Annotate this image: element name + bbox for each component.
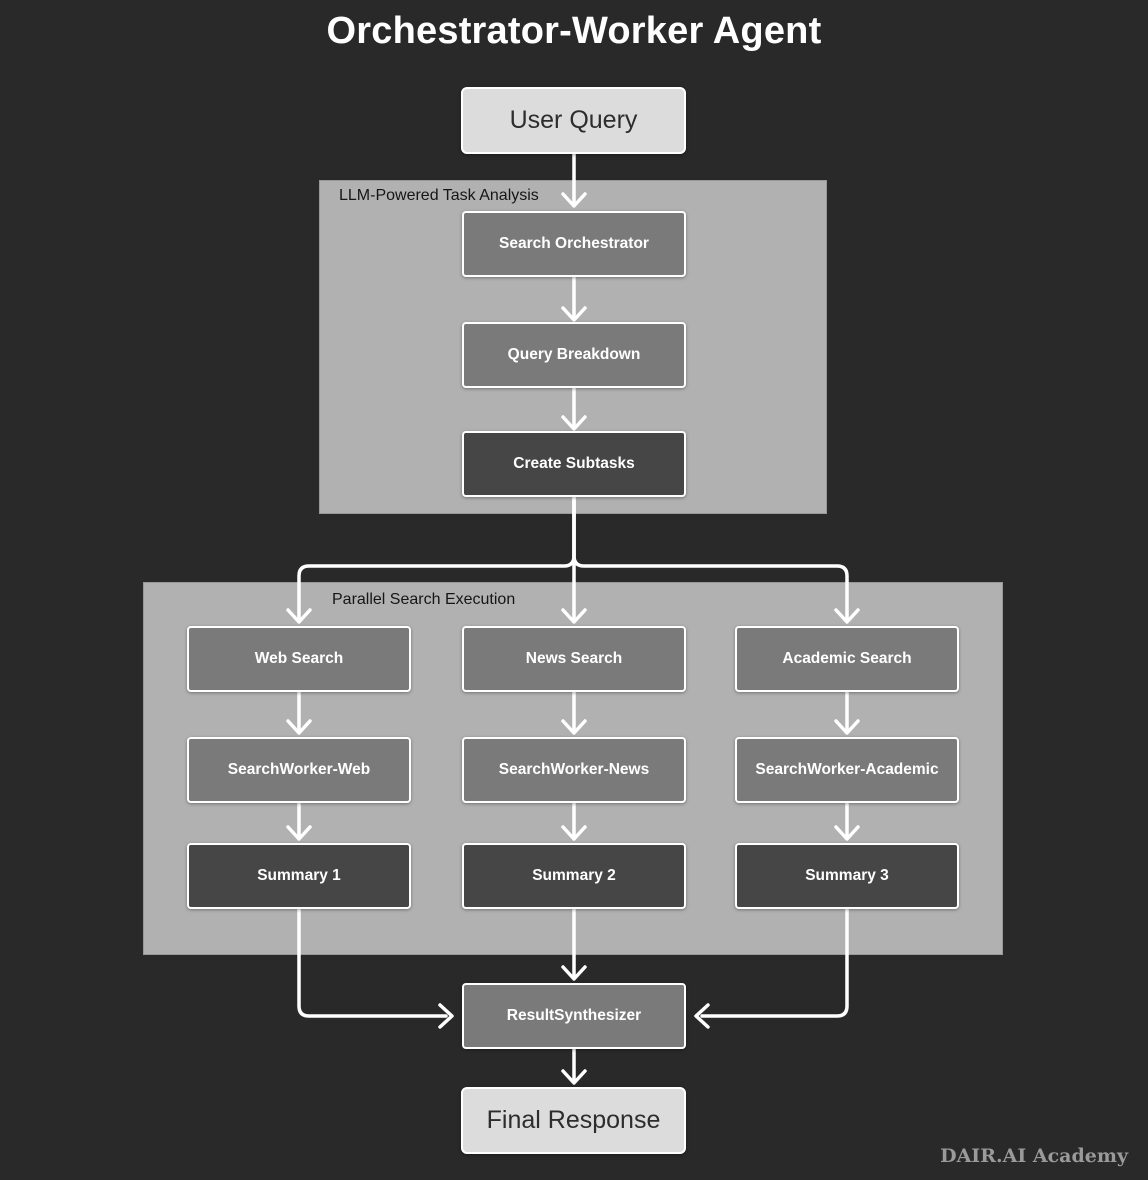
arrow-head-down-icon xyxy=(834,825,860,841)
node-searchworker-news: SearchWorker-News xyxy=(462,737,686,803)
arrow-head-down-icon xyxy=(286,719,312,735)
node-searchworker-web: SearchWorker-Web xyxy=(187,737,411,803)
node-web-search: Web Search xyxy=(187,626,411,692)
node-academic-search: Academic Search xyxy=(735,626,959,692)
node-query-breakdown: Query Breakdown xyxy=(462,322,686,388)
node-final-response: Final Response xyxy=(461,1087,686,1154)
arrow-line xyxy=(297,907,448,1018)
node-user-query: User Query xyxy=(461,87,686,154)
arrow-line xyxy=(572,495,849,620)
node-news-search: News Search xyxy=(462,626,686,692)
node-summary-1: Summary 1 xyxy=(187,843,411,909)
arrow-head-down-icon xyxy=(286,608,312,624)
node-result-synthesizer: ResultSynthesizer xyxy=(462,983,686,1049)
arrow-line xyxy=(700,907,849,1018)
node-searchworker-academic: SearchWorker-Academic xyxy=(735,737,959,803)
arrow-head-down-icon xyxy=(834,719,860,735)
arrow-head-down-icon xyxy=(561,306,587,322)
arrow-head-down-icon xyxy=(561,415,587,431)
node-summary-3: Summary 3 xyxy=(735,843,959,909)
arrow-head-down-icon xyxy=(561,1069,587,1085)
arrow-head-down-icon xyxy=(561,965,587,981)
arrow-head-down-icon xyxy=(561,192,587,208)
node-summary-2: Summary 2 xyxy=(462,843,686,909)
arrow-head-down-icon xyxy=(561,608,587,624)
arrow-head-right-icon xyxy=(438,1003,454,1029)
watermark: DAIR.AI Academy xyxy=(940,1145,1128,1167)
arrow-head-left-icon xyxy=(694,1003,710,1029)
container-task-analysis-label: LLM-Powered Task Analysis xyxy=(339,187,539,204)
arrow-head-down-icon xyxy=(561,719,587,735)
arrow-head-down-icon xyxy=(834,608,860,624)
arrow-line xyxy=(297,495,576,620)
arrow-head-down-icon xyxy=(286,825,312,841)
node-create-subtasks: Create Subtasks xyxy=(462,431,686,497)
arrow-head-down-icon xyxy=(561,825,587,841)
node-search-orchestrator: Search Orchestrator xyxy=(462,211,686,277)
container-parallel-search-label: Parallel Search Execution xyxy=(332,591,516,608)
diagram-title: Orchestrator-Worker Agent xyxy=(326,10,822,52)
